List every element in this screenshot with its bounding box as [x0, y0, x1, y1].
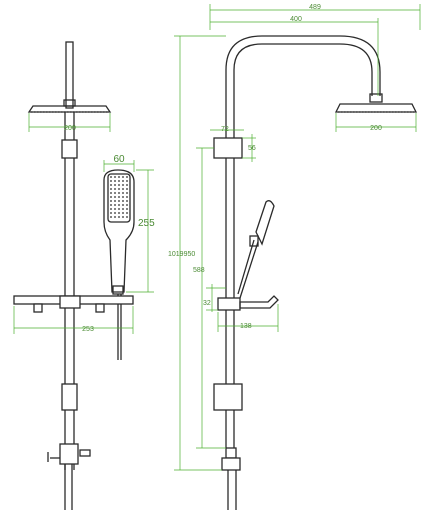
- nozzle-dot: [122, 176, 124, 178]
- side-lower-bracket: [213, 383, 243, 411]
- nozzle-dot: [126, 184, 128, 186]
- nozzle-dot: [114, 204, 116, 206]
- nozzle-dot: [126, 204, 128, 206]
- nozzle-dot: [110, 208, 112, 210]
- dim-label-side-head-width: 200: [370, 125, 382, 132]
- dimension-front-head-width: 200: [28, 113, 111, 132]
- dimension-shelf-depth: 138: [217, 304, 279, 332]
- nozzle-dot: [126, 208, 128, 210]
- nozzle-dot: [114, 208, 116, 210]
- side-upper-bracket: [213, 137, 243, 159]
- nozzle-dot: [122, 180, 124, 182]
- nozzle-dot: [118, 200, 120, 202]
- dim-label-arm-reach: 400: [290, 16, 302, 23]
- dim-label-shelf-drop: 32: [203, 300, 211, 307]
- nozzle-dot: [118, 188, 120, 190]
- nozzle-dot: [118, 180, 120, 182]
- dim-label-overall-width: 489: [309, 4, 321, 11]
- nozzle-dot: [114, 196, 116, 198]
- dim-label-shelf-width: 253: [82, 326, 94, 333]
- nozzle-dot: [114, 212, 116, 214]
- nozzle-dot: [126, 188, 128, 190]
- nozzle-dot: [110, 176, 112, 178]
- nozzle-dot: [126, 196, 128, 198]
- top-stub-pipe: [65, 41, 74, 109]
- nozzle-dot: [118, 192, 120, 194]
- nozzle-dot: [122, 196, 124, 198]
- front-lower-collar: [61, 383, 78, 411]
- dimension-shelf-drop: 32: [203, 284, 226, 312]
- nozzle-dot: [110, 192, 112, 194]
- dim-label-total-height: 1019950: [168, 251, 195, 258]
- side-hand-shower: [237, 200, 275, 299]
- nozzle-dot: [122, 204, 124, 206]
- nozzle-dot: [118, 216, 120, 218]
- side-arm-inner: [233, 43, 373, 448]
- front-diverter: [47, 443, 91, 510]
- nozzle-dot: [122, 200, 124, 202]
- nozzle-dot: [110, 188, 112, 190]
- side-view: 489 400 200 72 56 1019950: [168, 4, 421, 510]
- dim-label-bracket-offset: 72: [221, 126, 229, 133]
- nozzle-dot: [126, 216, 128, 218]
- dimension-shelf-width: 253: [13, 306, 134, 334]
- nozzle-dot: [110, 204, 112, 206]
- nozzle-dot: [126, 192, 128, 194]
- nozzle-dot: [114, 192, 116, 194]
- dim-label-handshower-width: 60: [113, 154, 125, 165]
- nozzle-dot: [118, 208, 120, 210]
- dimension-total-height: 1019950: [168, 35, 226, 471]
- nozzle-dot: [118, 184, 120, 186]
- nozzle-dot: [118, 212, 120, 214]
- dimension-handshower-height: 255: [126, 169, 155, 293]
- side-shelf: [217, 295, 279, 311]
- nozzle-dot: [114, 216, 116, 218]
- dimension-rail-length: 588: [193, 147, 226, 449]
- nozzle-dot: [122, 216, 124, 218]
- dim-label-rail-length: 588: [193, 267, 205, 274]
- side-arm-outer: [225, 35, 381, 448]
- dimension-overall-width: 489: [209, 4, 421, 30]
- nozzle-dot: [114, 188, 116, 190]
- front-shelf: [13, 295, 134, 313]
- nozzle-dot: [126, 176, 128, 178]
- nozzle-dot: [114, 180, 116, 182]
- front-hand-shower: [103, 169, 135, 360]
- dimension-bracket-offset: 72: [210, 126, 244, 133]
- nozzle-dot: [122, 192, 124, 194]
- dimension-arm-reach: 400: [210, 16, 379, 96]
- dim-label-front-head-width: 200: [64, 125, 76, 132]
- nozzle-dot: [126, 212, 128, 214]
- nozzle-dot: [110, 180, 112, 182]
- dim-label-bracket-height: 56: [248, 145, 256, 152]
- nozzle-dot: [110, 216, 112, 218]
- side-diverter: [221, 447, 241, 510]
- nozzle-dot: [122, 212, 124, 214]
- dim-label-shelf-depth: 138: [240, 323, 252, 330]
- nozzle-dot: [122, 208, 124, 210]
- nozzle-dot: [110, 212, 112, 214]
- nozzle-dot: [110, 196, 112, 198]
- nozzle-dot: [110, 200, 112, 202]
- dimension-side-head-width: 200: [335, 113, 417, 132]
- nozzle-dot: [114, 200, 116, 202]
- nozzle-dot: [114, 176, 116, 178]
- dimension-handshower-width: 60: [103, 154, 135, 172]
- front-view: 200 60 255 253: [13, 41, 155, 510]
- nozzle-dot: [122, 188, 124, 190]
- side-shower-head: [334, 93, 418, 113]
- nozzle-dot: [126, 200, 128, 202]
- nozzle-dot: [114, 184, 116, 186]
- front-upper-collar: [61, 139, 78, 159]
- nozzle-dot: [126, 180, 128, 182]
- front-shower-head: [27, 99, 112, 113]
- nozzle-dot: [118, 204, 120, 206]
- nozzle-dot: [110, 184, 112, 186]
- nozzle-dot: [118, 196, 120, 198]
- dimension-bracket-height: 56: [242, 134, 256, 162]
- nozzle-dot: [118, 176, 120, 178]
- nozzle-dot: [122, 184, 124, 186]
- dim-label-handshower-height: 255: [138, 218, 155, 229]
